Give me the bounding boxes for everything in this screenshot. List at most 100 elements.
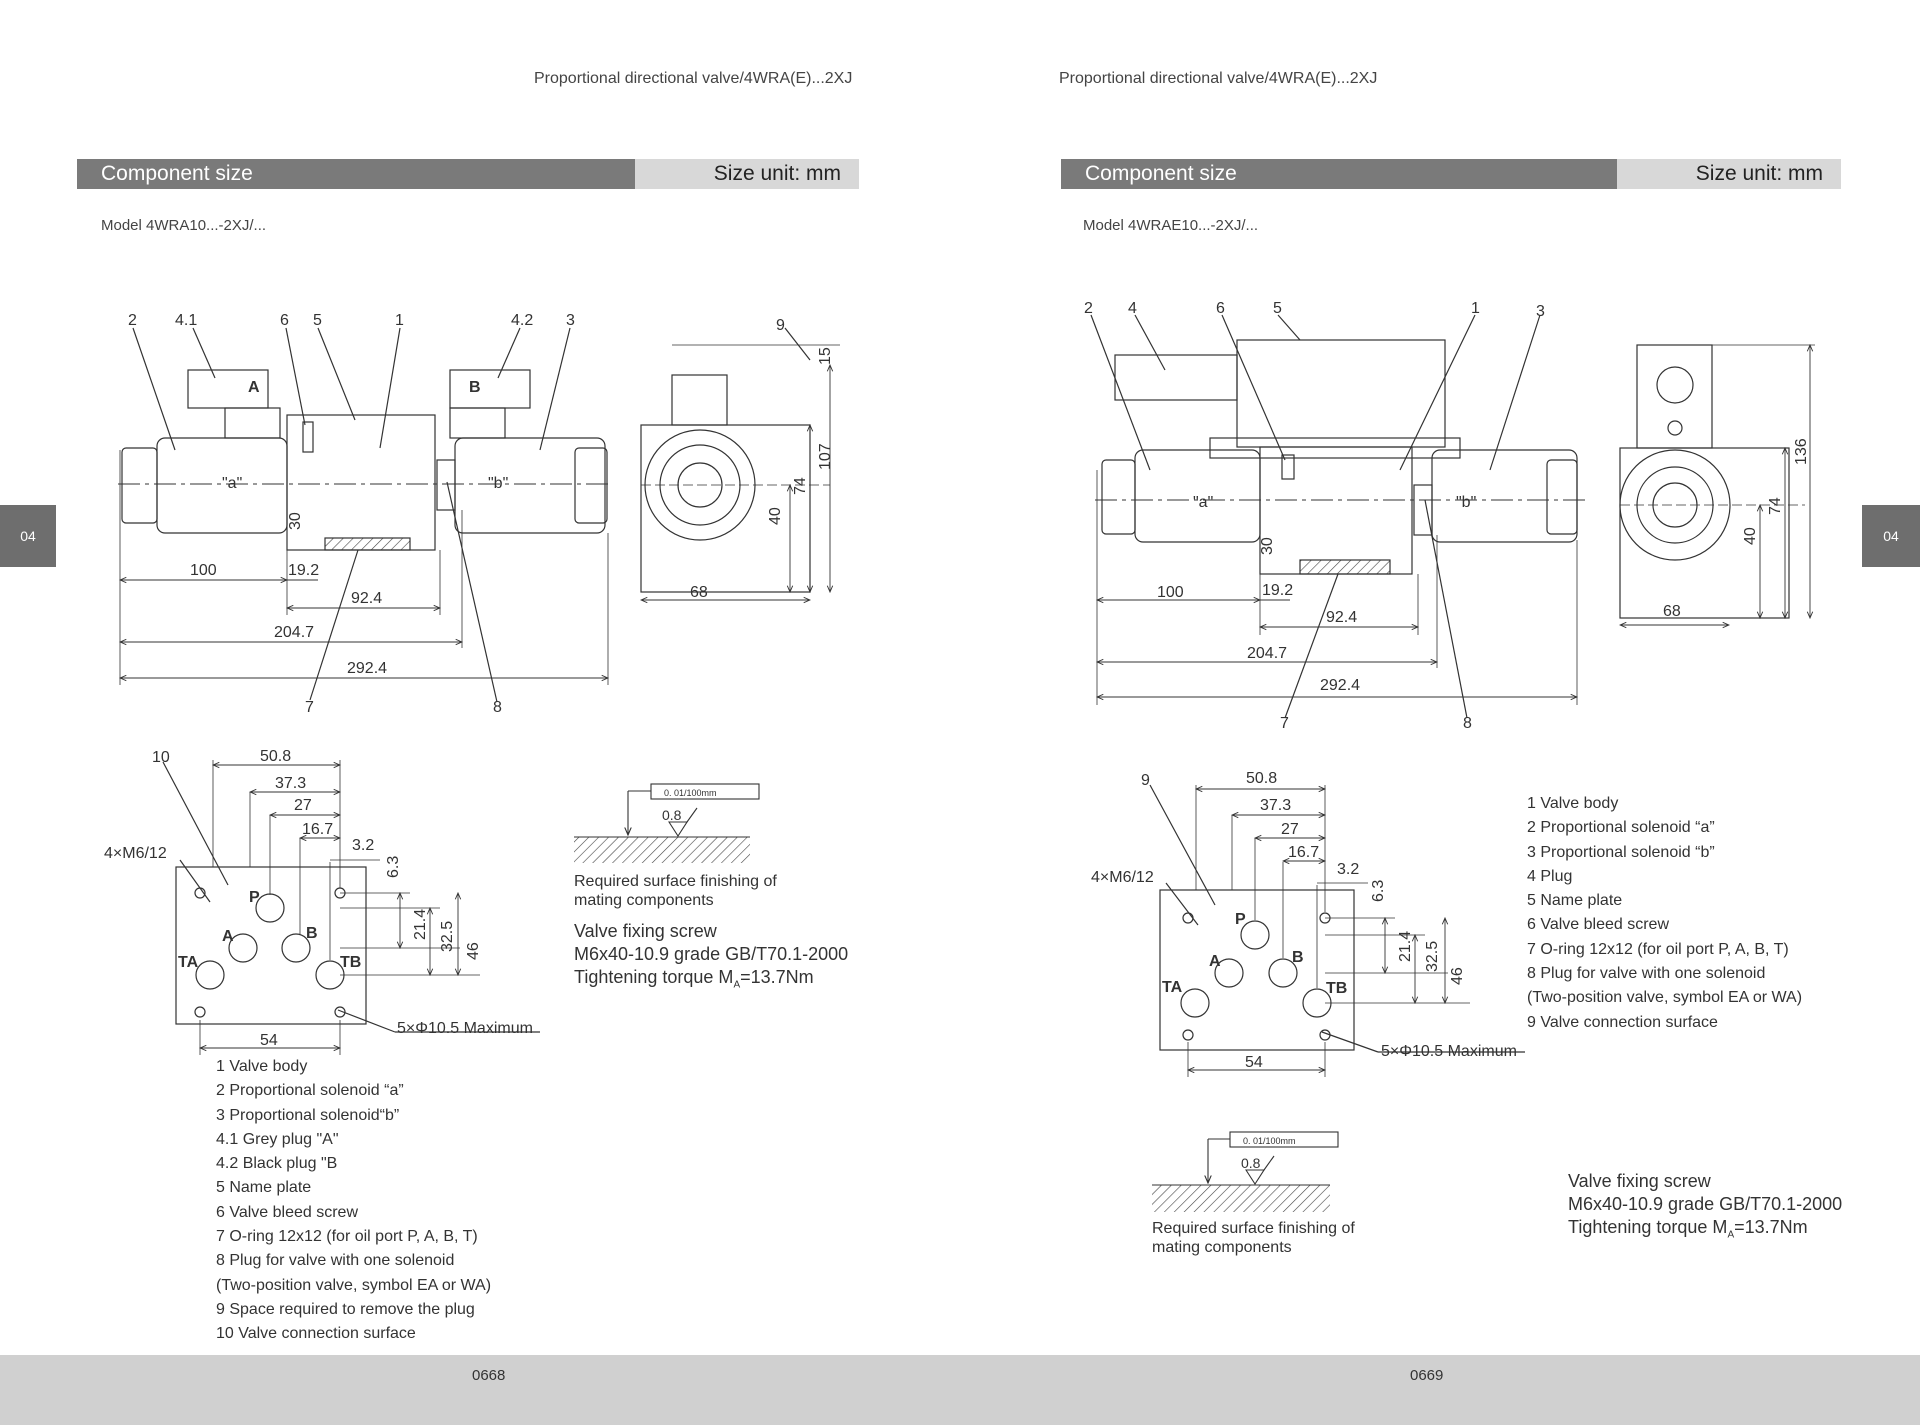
legend-item: 6 Valve bleed screw <box>216 1203 358 1221</box>
dim-40: 40 <box>767 507 784 525</box>
callout-7: 7 <box>305 699 314 716</box>
legend-item: 9 Valve connection surface <box>1527 1013 1718 1031</box>
callout-10: 10 <box>152 749 170 766</box>
legend-item: (Two-position valve, symbol EA or WA) <box>1527 989 1803 1007</box>
dim-100: 100 <box>190 562 217 579</box>
callout-4: 4 <box>1128 300 1137 317</box>
port-pattern-left-labels: 10 50.8 37.3 27 16.7 3.2 6.3 21.4 32.5 4… <box>104 748 533 1049</box>
body-hatch <box>324 537 411 551</box>
callout-8: 8 <box>1463 715 1472 732</box>
side-view-left <box>118 327 612 703</box>
knurled-knob-b <box>1546 459 1578 535</box>
plug-label-b: B <box>469 379 481 396</box>
bleed-screw <box>1281 454 1295 480</box>
dim-46: 46 <box>465 942 482 960</box>
port-pattern-left <box>162 760 540 1055</box>
end-view-connector <box>1636 344 1713 449</box>
port-label-p: P <box>249 889 260 906</box>
port-label-ta: TA <box>178 954 199 971</box>
port-ta <box>195 960 225 990</box>
legend-item: 10 Valve connection surface <box>216 1325 416 1343</box>
port-a <box>1214 958 1244 988</box>
dim-30: 30 <box>287 512 304 530</box>
legend-item: 4.2 Black plug "B <box>216 1155 338 1173</box>
bore-label: 5×Φ10.5 Maximum <box>397 1020 533 1037</box>
callout-4-1: 4.1 <box>175 312 197 329</box>
section-title: Component size <box>77 159 635 189</box>
surface-note-line-2: mating components <box>574 892 714 909</box>
end-view-body <box>1619 447 1790 619</box>
port-ta <box>1180 988 1210 1018</box>
port-label-ta: TA <box>1162 979 1183 996</box>
legend-item: 5 Name plate <box>216 1179 312 1197</box>
dim-19-2: 19.2 <box>1262 582 1293 599</box>
callout-3: 3 <box>566 312 575 329</box>
callout-7: 7 <box>1280 715 1289 732</box>
bolt-hole <box>1319 1029 1331 1041</box>
dim-40: 40 <box>1742 527 1759 545</box>
plug-a-base <box>224 407 281 439</box>
surface-symbol-left <box>574 783 760 863</box>
dim-92-4: 92.4 <box>351 590 382 607</box>
legend-item: 8 Plug for valve with one solenoid <box>1527 965 1766 983</box>
surface-symbol-right <box>1152 1131 1339 1212</box>
solenoid-plug <box>1413 484 1433 536</box>
callout-5: 5 <box>313 312 322 329</box>
port-label-tb: TB <box>1326 980 1347 997</box>
callout-3: 3 <box>1536 303 1545 320</box>
surface-note-line-2: mating components <box>1152 1239 1292 1256</box>
side-view-right <box>1090 314 1585 719</box>
dim-292-4: 292.4 <box>347 660 387 677</box>
dim-27: 27 <box>1281 821 1299 838</box>
mounting-surface <box>1159 889 1355 1051</box>
legend-item: 1 Valve body <box>1527 795 1619 812</box>
flatness-value: 0. 01/100mm <box>664 788 717 798</box>
bolt-hole <box>334 1006 346 1018</box>
bolt-hole <box>1182 912 1194 924</box>
footer-band <box>0 1355 1920 1425</box>
legend-item: 6 Valve bleed screw <box>1527 916 1669 934</box>
model-label: Model 4WRAE10...-2XJ/... <box>1083 217 1259 234</box>
dim-32-5: 32.5 <box>439 921 456 952</box>
port-p <box>255 893 285 923</box>
side-tab-left: 04 <box>0 505 56 567</box>
section-bar-left: Component size Size unit: mm <box>77 159 859 189</box>
dim-74: 74 <box>792 477 809 495</box>
dim-68: 68 <box>690 584 708 601</box>
port-label-b: B <box>1292 949 1304 966</box>
screw-info-right: Valve fixing screw M6x40-10.9 grade GB/T… <box>1568 1170 1842 1247</box>
roughness-value: 0.8 <box>1241 1155 1261 1171</box>
solenoid-b <box>1431 449 1578 543</box>
dim-74: 74 <box>1767 497 1784 515</box>
screw-info-torque: Tightening torque MA=13.7Nm <box>574 967 814 991</box>
legend-item: 7 O-ring 12x12 (for oil port P, A, B, T) <box>1527 940 1789 958</box>
end-view-right-labels: 68 40 74 136 <box>1663 438 1810 620</box>
solenoid-plug <box>436 459 456 511</box>
end-view-left-labels: 68 40 74 107 15 9 <box>690 317 834 601</box>
callout-8: 8 <box>493 699 502 716</box>
surface-note-line-1: Required surface finishing of <box>574 873 777 890</box>
legend-item: 4 Plug <box>1527 867 1573 885</box>
dim-50-8: 50.8 <box>260 748 291 765</box>
dim-3-2: 3.2 <box>352 837 374 854</box>
plug-b-base <box>449 407 506 439</box>
legend-item: 8 Plug for valve with one solenoid <box>216 1252 455 1270</box>
port-pattern-right <box>1149 784 1525 1077</box>
surface-note-right: Required surface finishing of mating com… <box>1152 1219 1355 1257</box>
end-view-left <box>640 327 840 600</box>
end-view-body <box>640 424 811 593</box>
label-a-quoted: "a" <box>1193 494 1213 511</box>
port-pattern-right-labels: 9 50.8 37.3 27 16.7 3.2 6.3 21.4 32.5 46… <box>1091 770 1517 1071</box>
dim-100: 100 <box>1157 584 1184 601</box>
legend-item: 4.1 Grey plug "A" <box>216 1130 339 1148</box>
dim-6-3: 6.3 <box>385 856 402 878</box>
callout-9: 9 <box>776 317 785 334</box>
bleed-screw <box>302 421 314 453</box>
thread-label: 4×M6/12 <box>104 845 167 862</box>
callout-9: 9 <box>1141 772 1150 789</box>
plug-label-a: A <box>248 379 260 396</box>
legend-item: 3 Proportional solenoid “b” <box>1527 843 1715 861</box>
port-label-a: A <box>1209 953 1221 970</box>
page-header-left: Proportional directional valve/4WRA(E)..… <box>534 70 853 87</box>
